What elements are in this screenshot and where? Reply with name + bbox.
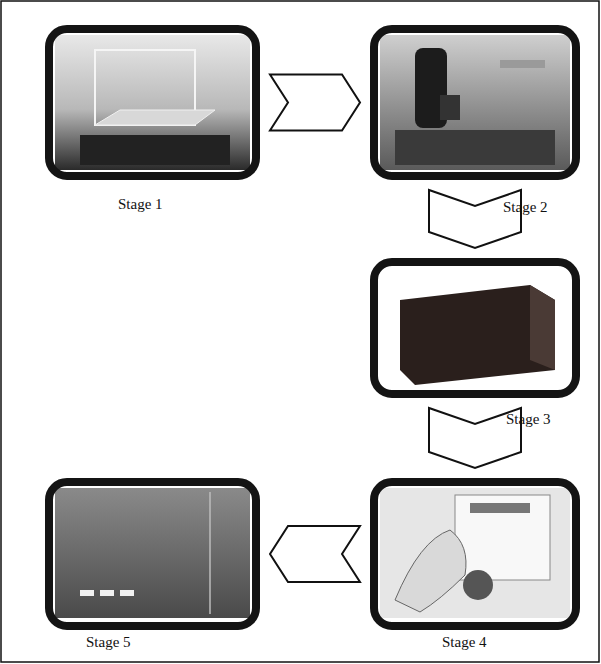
panel-button [120,590,134,596]
stage-box: Stage 5 [45,478,260,630]
photo-background [380,268,570,388]
stage-box: Stage 1 [45,25,260,180]
disc [463,570,493,600]
hand [395,530,466,612]
balance-photo [55,35,250,170]
photo-background [380,488,570,618]
chevron-arrow [270,526,360,582]
balance-pan [95,110,215,125]
cylinder-photo [380,35,570,170]
photo-background [380,35,570,170]
cylinder-handle [440,95,460,120]
box-photo [380,268,570,388]
table-surface [395,130,555,165]
hand-photo [380,488,570,618]
panel-seam [209,492,211,614]
stage-label: Stage 1 [118,196,163,213]
chevron-arrow [270,75,360,131]
chevron-arrow [429,190,521,248]
stage-box: Stage 2 [370,25,580,180]
instrument-photo [55,488,250,618]
packet [455,495,550,580]
photo-background [55,488,250,618]
stage-label: Stage 4 [442,634,487,651]
stage-box: Stage 4 [370,478,580,630]
photo-background [55,35,250,170]
stage-label: Stage 3 [506,411,551,428]
stage-label: Stage 2 [503,199,548,216]
dark-box [400,285,555,385]
balance-base [80,135,230,165]
box-side [530,285,555,370]
stage-box: Stage 3 [370,258,580,398]
packet-print [470,503,530,513]
stage-label: Stage 5 [86,634,131,651]
panel-button [80,590,94,596]
panel-button [100,590,114,596]
background-object [500,60,545,68]
